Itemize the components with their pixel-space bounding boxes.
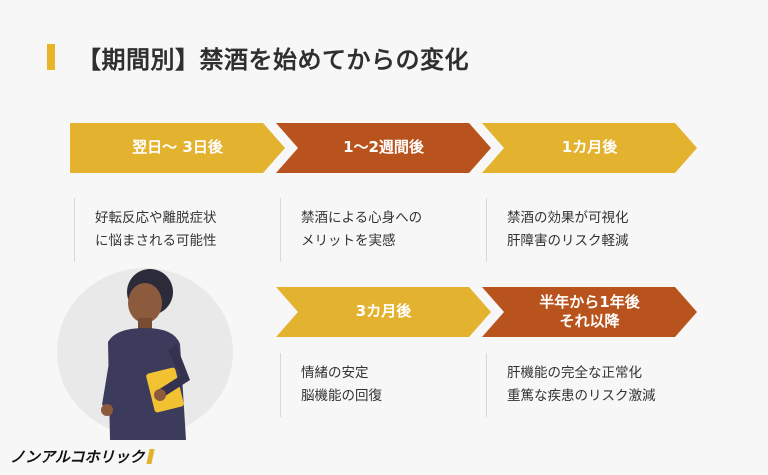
step-1-desc-line1: 好転反応や離脱症状 [95,210,217,226]
step-4-arrow: 3カ月後 [276,287,491,337]
step-5-desc-line1: 肝機能の完全な正常化 [507,365,642,381]
brand-logo-mark [145,449,155,464]
step-1-desc-line2: に悩まされる可能性 [95,233,217,249]
illustration-right-hand [154,389,166,401]
step-5-label-line2: それ以降 [559,312,620,330]
page-title: 【期間別】禁酒を始めてからの変化 [77,46,469,74]
title-accent-bar [47,44,55,70]
step-4-description: 情緒の安定 脳機能の回復 [280,353,471,417]
step-5-label-line1: 半年から1年後 [539,292,640,311]
illustration-right-arm [158,344,190,398]
person-illustration [57,268,233,440]
step-1-description: 好転反応や離脱症状 に悩まされる可能性 [74,198,265,262]
step-2-desc-line1: 禁酒による心身への [301,210,423,226]
illustration-left-hand [101,404,113,416]
step-5-desc-line2: 重篤な疾患のリスク激減 [507,388,656,404]
step-4-desc-line1: 情緒の安定 [301,365,369,381]
illustration-left-arm [102,344,122,408]
step-4-label: 3カ月後 [355,302,412,321]
step-3-desc-line1: 禁酒の効果が可視化 [507,210,629,226]
step-3-desc-line2: 肝障害のリスク軽減 [507,233,629,249]
step-2-label: 1～2週間後 [343,138,424,157]
step-5-label: 半年から1年後 それ以降 [517,293,661,332]
step-1-label: 翌日～ 3日後 [132,138,223,157]
step-2-desc-line2: メリットを実感 [301,233,396,249]
step-1-arrow: 翌日～ 3日後 [70,123,285,173]
step-3-arrow: 1カ月後 [482,123,697,173]
brand-logo-text: ノンアルコホリック [10,448,145,466]
step-5-arrow: 半年から1年後 それ以降 [482,287,697,337]
step-4-desc-line2: 脳機能の回復 [301,388,382,404]
step-2-description: 禁酒による心身への メリットを実感 [280,198,471,262]
illustration-face [128,283,162,323]
brand-logo: ノンアルコホリック [10,446,155,467]
illustration-body [108,328,186,440]
step-3-label: 1カ月後 [561,138,618,157]
step-2-arrow: 1～2週間後 [276,123,491,173]
step-3-description: 禁酒の効果が可視化 肝障害のリスク軽減 [486,198,697,262]
step-5-description: 肝機能の完全な正常化 重篤な疾患のリスク激減 [486,353,707,417]
